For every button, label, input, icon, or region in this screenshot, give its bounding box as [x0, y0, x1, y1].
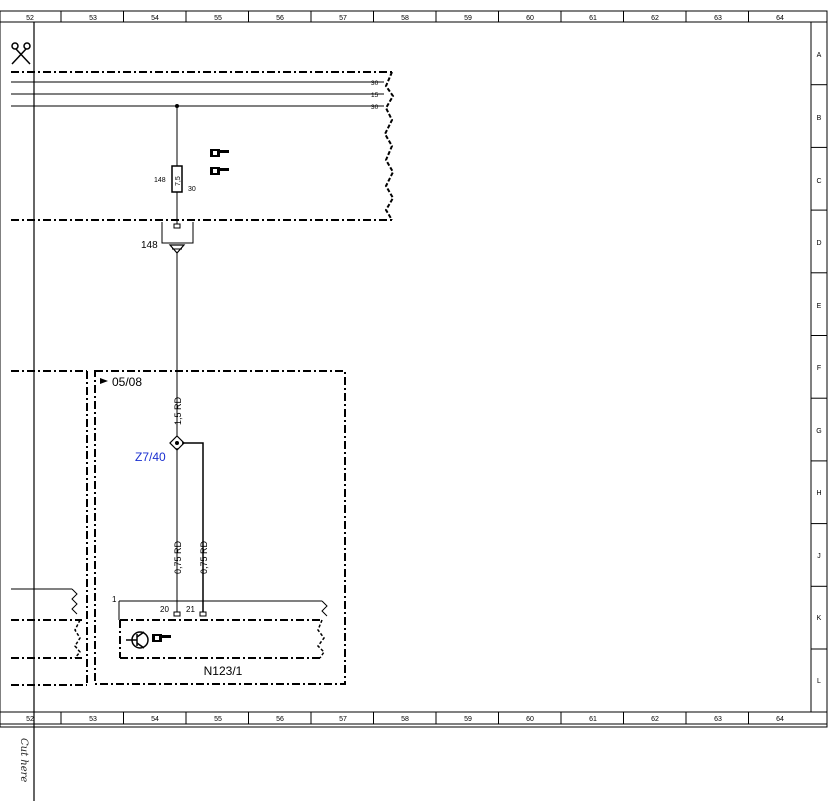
transistor-symbol-icon	[126, 631, 149, 649]
column-labels-top: 52 53 54 55 56 57 58 59 60 61 62 63 64	[26, 15, 784, 22]
col-label: 59	[464, 15, 472, 22]
module-pin-b: 21	[186, 605, 195, 614]
connector-pin	[173, 611, 181, 617]
bus-labels: 30 15 30	[371, 80, 379, 111]
connector-pin	[173, 223, 181, 229]
col-label: 61	[589, 716, 597, 723]
col-label: 53	[89, 15, 97, 22]
fuse-box-break-edge	[383, 71, 395, 221]
row-label: E	[817, 303, 822, 310]
splice-label: Z7/40	[135, 450, 166, 464]
col-label: 64	[776, 716, 784, 723]
cut-here-label: Cut here	[18, 738, 29, 782]
row-label: D	[816, 240, 821, 247]
module-region-boundary	[94, 370, 346, 685]
bus-label: 30	[371, 104, 379, 111]
row-label: G	[816, 428, 821, 435]
row-label: A	[817, 52, 822, 59]
wire	[182, 442, 204, 613]
row-label: C	[816, 178, 821, 185]
fuse-left-label: 148	[154, 177, 166, 184]
wire-label: 0,75 RD	[199, 540, 209, 574]
col-label: 55	[214, 15, 222, 22]
col-label: 64	[776, 15, 784, 22]
row-label: J	[817, 553, 821, 560]
module-pin-a: 20	[160, 605, 169, 614]
col-label: 56	[276, 716, 284, 723]
connector-bracket	[161, 222, 194, 244]
row-label: F	[817, 365, 821, 372]
row-ticks	[811, 84, 827, 650]
ground-label: 148	[141, 240, 158, 251]
module-name: N123/1	[204, 664, 243, 678]
col-label: 62	[651, 716, 659, 723]
module-inner-break	[317, 619, 325, 659]
col-label: 53	[89, 716, 97, 723]
module-break-edge	[321, 600, 328, 617]
col-label: 52	[26, 15, 34, 22]
hand-pointer-icon	[210, 167, 229, 175]
row-label: H	[816, 490, 821, 497]
drawing-frame	[0, 10, 828, 728]
col-label: 54	[151, 716, 159, 723]
hand-pointer-icon	[210, 149, 229, 157]
splice-center	[175, 441, 179, 445]
col-label: 60	[526, 716, 534, 723]
hand-pointer-icon	[152, 634, 171, 642]
bus-lines	[11, 81, 384, 107]
col-label: 56	[276, 15, 284, 22]
col-label: 59	[464, 716, 472, 723]
col-label: 58	[401, 15, 409, 22]
row-labels: A B C D E F G H J K L	[816, 52, 821, 685]
col-label: 63	[714, 15, 722, 22]
col-label: 54	[151, 15, 159, 22]
col-label: 57	[339, 716, 347, 723]
page-reference: 05/08	[112, 375, 142, 389]
col-label: 62	[651, 15, 659, 22]
bus-label: 30	[371, 80, 379, 87]
row-label: L	[817, 678, 821, 685]
fuse-right-label: 30	[188, 186, 196, 193]
col-label: 61	[589, 15, 597, 22]
row-label: B	[817, 115, 822, 122]
module-pin-group: 1	[112, 595, 117, 604]
col-label: 60	[526, 15, 534, 22]
left-module-break	[71, 588, 78, 615]
col-label: 55	[214, 716, 222, 723]
left-module-break	[74, 619, 81, 659]
column-ticks-bottom	[60, 712, 749, 724]
wire-label: 0,75 RD	[173, 540, 183, 574]
module-inner-boundary	[119, 619, 322, 659]
row-label: K	[817, 615, 822, 622]
col-label: 57	[339, 15, 347, 22]
col-label: 63	[714, 716, 722, 723]
connector-pin	[199, 611, 207, 617]
fuse-rating: 7,5	[175, 176, 182, 186]
column-labels-bottom: 52 53 54 55 56 57 58 59 60 61 62 63 64	[26, 716, 784, 723]
left-region-boundary	[11, 370, 88, 686]
col-label: 58	[401, 716, 409, 723]
bus-label: 15	[371, 92, 379, 99]
column-ticks-top	[60, 11, 749, 22]
col-label: 52	[26, 716, 34, 723]
scissors-icon	[11, 42, 31, 65]
wire-label: 1,5 RD	[173, 396, 183, 425]
